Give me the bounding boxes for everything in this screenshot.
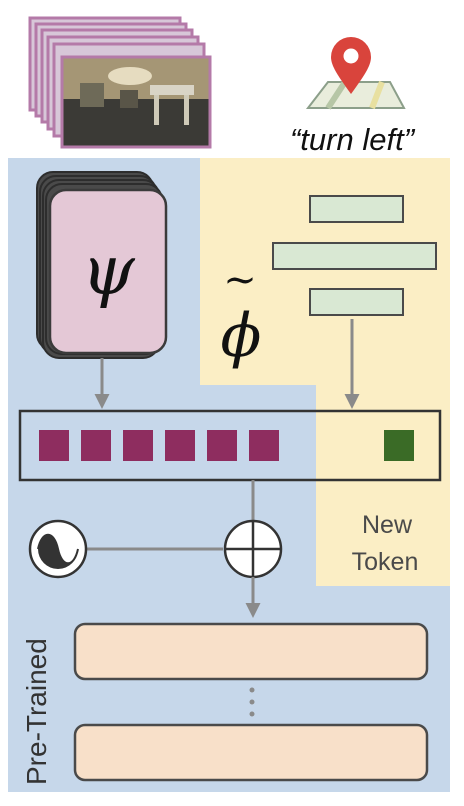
observation-frames — [28, 16, 212, 149]
language-encoder-bars — [272, 195, 437, 316]
ellipsis-dots — [249, 687, 255, 717]
language-encoder-symbol: ϕ — [221, 301, 262, 371]
new-token-label-line2: Token — [352, 548, 419, 576]
visual-token — [207, 430, 237, 461]
visual-token — [81, 430, 111, 461]
instruction-text: “turn left” — [290, 122, 416, 157]
pretrained-label: Pre-Trained — [21, 638, 52, 785]
map-icon — [305, 80, 406, 110]
positional-encoding-icon — [28, 519, 88, 579]
vision-encoder — [36, 171, 168, 359]
language-encoder-accent: ~ — [223, 257, 257, 303]
transformer-layer — [73, 622, 429, 681]
language-bar — [309, 195, 404, 223]
transformer-layer — [73, 723, 429, 782]
vision-encoder-symbol: ψ — [81, 232, 135, 311]
visual-tokens — [39, 430, 279, 461]
language-bar — [272, 242, 437, 270]
token-sequence — [18, 409, 442, 482]
new-token — [384, 430, 414, 461]
language-bar — [309, 288, 404, 316]
visual-token — [39, 430, 69, 461]
location-pin-icon — [331, 37, 371, 94]
visual-token — [123, 430, 153, 461]
visual-token — [249, 430, 279, 461]
visual-token — [165, 430, 195, 461]
new-token-label-line1: New — [362, 511, 413, 539]
observation-photo — [62, 57, 210, 147]
add-operator-icon — [223, 519, 283, 579]
